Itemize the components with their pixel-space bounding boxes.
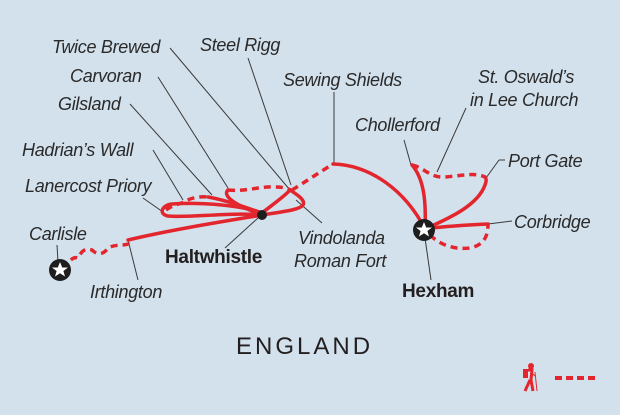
route-solid (423, 175, 488, 231)
label-twice-brewed: Twice Brewed (52, 37, 161, 57)
label-roman-fort: Roman Fort (294, 251, 387, 271)
hiker-icon (523, 363, 538, 392)
haltwhistle-dot-icon (257, 210, 267, 220)
label-port-gate: Port Gate (508, 151, 583, 171)
label-carvoran: Carvoran (70, 66, 142, 86)
label-carlisle: Carlisle (29, 224, 87, 244)
label-gilsland: Gilsland (58, 94, 121, 114)
hexham-star-icon (413, 219, 435, 241)
walking-route (126, 162, 490, 242)
label-hadrians-wall: Hadrian’s Wall (22, 140, 134, 160)
route-solid (224, 188, 264, 217)
carlisle-star-icon (49, 259, 71, 281)
route-solid (260, 187, 306, 217)
label-hexham: Hexham (402, 281, 475, 302)
leader-lines (56, 47, 513, 281)
label-chollerford: Chollerford (355, 115, 440, 135)
region-label: ENGLAND (236, 333, 374, 360)
route-solid (126, 213, 264, 242)
label-st-oswalds: St. Oswald’s (478, 67, 575, 87)
route-solid (331, 162, 427, 231)
walking-route-dashed (60, 162, 490, 270)
label-lanercost-priory: Lanercost Priory (25, 176, 152, 196)
label-haltwhistle: Haltwhistle (165, 247, 262, 268)
label-steel-rigg: Steel Rigg (200, 35, 281, 55)
route-solid (160, 201, 264, 219)
label-sewing-shields: Sewing Shields (283, 70, 402, 90)
label-corbridge: Corbridge (514, 212, 591, 232)
label-vindolanda: Vindolanda (298, 228, 385, 248)
label-irthington: Irthington (90, 282, 163, 302)
label-in-lee-church: in Lee Church (470, 90, 579, 110)
